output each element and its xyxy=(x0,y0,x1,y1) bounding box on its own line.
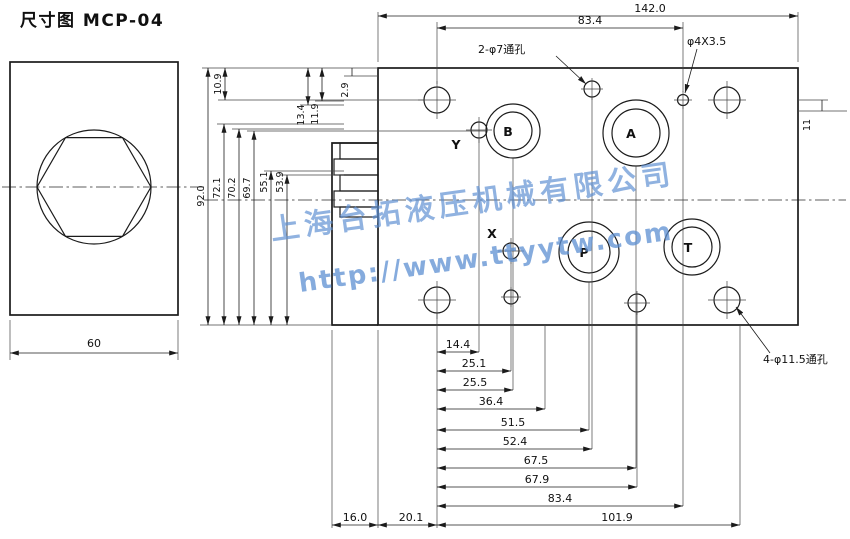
port-b-label: B xyxy=(503,124,513,139)
stack-land xyxy=(333,158,379,176)
dim-label-697: 69.7 xyxy=(242,177,253,198)
upper-vertical-dimensions: 10.9 2.9 13.4 11.9 xyxy=(202,67,424,126)
plate-plan-view: B A P T Y X xyxy=(204,67,846,326)
dim-label-144: 14.4 xyxy=(446,338,471,351)
dim-label-702: 70.2 xyxy=(227,177,238,198)
port-p-inner-circle xyxy=(567,230,611,274)
dim-label-109: 10.9 xyxy=(213,73,224,94)
callouts: 2-φ7通孔 φ4X3.5 4-φ11.5通孔 xyxy=(478,35,828,366)
left-side-view: 60 xyxy=(2,61,206,360)
dim-label-834-bottom: 83.4 xyxy=(548,492,573,505)
callout-phi4x35: φ4X3.5 xyxy=(687,35,726,48)
port-x-label: X xyxy=(487,226,497,241)
dim-label-675: 67.5 xyxy=(524,454,549,467)
width-dimension-label: 60 xyxy=(87,337,101,350)
port-b-inner-circle xyxy=(493,111,533,151)
drawing-title: 尺寸图 MCP-04 xyxy=(20,10,164,31)
port-a-label: A xyxy=(626,126,636,141)
bottom-dimensions: 14.4 25.1 25.5 36.4 51.5 52.4 67.5 67.9 … xyxy=(331,97,741,528)
watermark: 上海台拓液压机械有限公司 http://www.ttyytw.com xyxy=(268,156,677,298)
dim-label-721: 72.1 xyxy=(212,177,223,198)
dim-label-142: 142.0 xyxy=(634,2,666,15)
dim-label-160: 16.0 xyxy=(343,511,368,524)
dim-label-255: 25.5 xyxy=(463,376,488,389)
dim-label-251: 25.1 xyxy=(462,357,487,370)
dim-label-201: 20.1 xyxy=(399,511,424,524)
port-t-inner-circle xyxy=(671,226,713,268)
port-p-label: P xyxy=(579,245,588,260)
top-extension-lines xyxy=(377,12,799,92)
right-extension-lines xyxy=(798,99,847,112)
leader-2phi7 xyxy=(555,55,587,85)
dim-label-29: 2.9 xyxy=(340,82,351,97)
port-a-outer-circle xyxy=(602,99,670,167)
dim-label-134: 13.4 xyxy=(296,104,307,125)
right-edge-dimension: 11 xyxy=(798,99,847,131)
dim-label-539: 53.9 xyxy=(275,171,286,192)
callout-4phi115: 4-φ11.5通孔 xyxy=(763,353,828,366)
bottom-extension-lines xyxy=(331,97,741,528)
leader-phi4x35 xyxy=(684,48,698,94)
left-vertical-dimensions: 92.0 72.1 70.2 69.7 55.1 53.9 xyxy=(196,67,486,326)
dim-label-920: 92.0 xyxy=(196,185,207,206)
dim-label-515: 51.5 xyxy=(501,416,526,429)
port-t-outer-circle xyxy=(663,218,721,276)
hex-socket xyxy=(36,137,152,237)
callout-2phi7: 2-φ7通孔 xyxy=(478,43,525,56)
dim-label-834-top: 83.4 xyxy=(578,14,603,27)
port-t-label: T xyxy=(684,240,693,255)
leader-4phi115 xyxy=(735,306,771,354)
stack-land xyxy=(339,206,379,218)
dim-label-364: 36.4 xyxy=(479,395,504,408)
block-outline xyxy=(9,61,179,316)
stack-land xyxy=(339,142,379,160)
stack-land xyxy=(339,174,379,192)
dim-label-1019: 101.9 xyxy=(601,511,633,524)
upper-extension-lines xyxy=(202,67,424,106)
top-dimensions: 142.0 83.4 xyxy=(377,2,799,92)
dim-label-119: 11.9 xyxy=(310,103,321,124)
dim-label-679: 67.9 xyxy=(525,473,550,486)
dim-label-11: 11 xyxy=(802,119,813,131)
port-y-label: Y xyxy=(450,137,461,152)
left-extension-lines xyxy=(200,123,486,326)
dim-label-524: 52.4 xyxy=(503,435,528,448)
dim-label-551: 55.1 xyxy=(259,171,270,192)
port-a-inner-circle xyxy=(611,108,661,158)
